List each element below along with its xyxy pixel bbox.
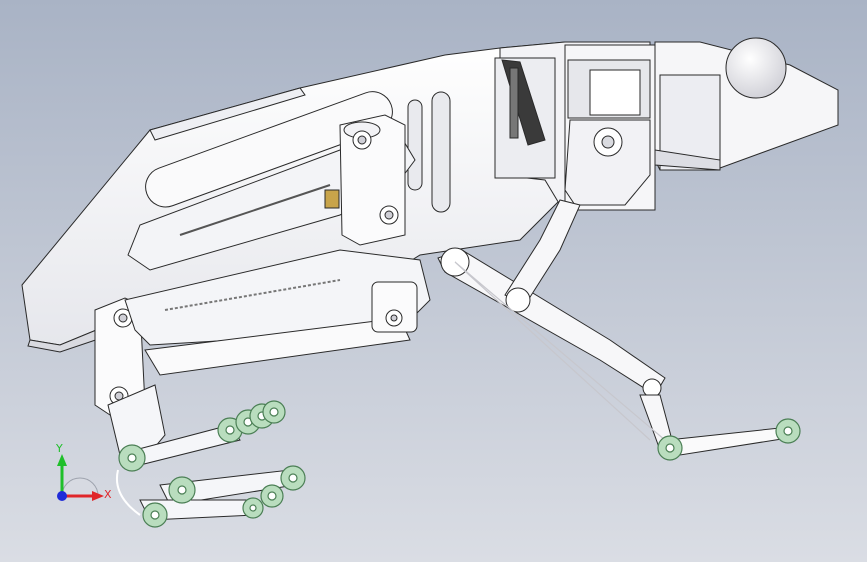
tail-wedge[interactable] bbox=[654, 37, 839, 171]
joint-marker bbox=[118, 444, 146, 472]
rear-bracket[interactable] bbox=[494, 41, 656, 211]
upper-pivot-block[interactable] bbox=[339, 114, 406, 246]
ball-joint bbox=[725, 37, 787, 99]
lower-link-arms[interactable] bbox=[124, 249, 431, 376]
joint-marker bbox=[262, 400, 286, 424]
joint-marker bbox=[775, 418, 801, 444]
triad-axes bbox=[57, 454, 104, 501]
joint-marker bbox=[657, 435, 683, 461]
joint-markers[interactable] bbox=[118, 400, 801, 528]
joint-marker bbox=[242, 497, 264, 519]
joint-marker bbox=[280, 465, 306, 491]
z-axis-dot bbox=[57, 491, 67, 501]
coordinate-triad[interactable]: Y X bbox=[40, 430, 120, 520]
joint-marker bbox=[260, 484, 284, 508]
triad-x-label: X bbox=[104, 488, 112, 501]
triad-y-label: Y bbox=[56, 442, 63, 455]
joint-marker bbox=[142, 502, 168, 528]
joint-marker bbox=[168, 476, 196, 504]
